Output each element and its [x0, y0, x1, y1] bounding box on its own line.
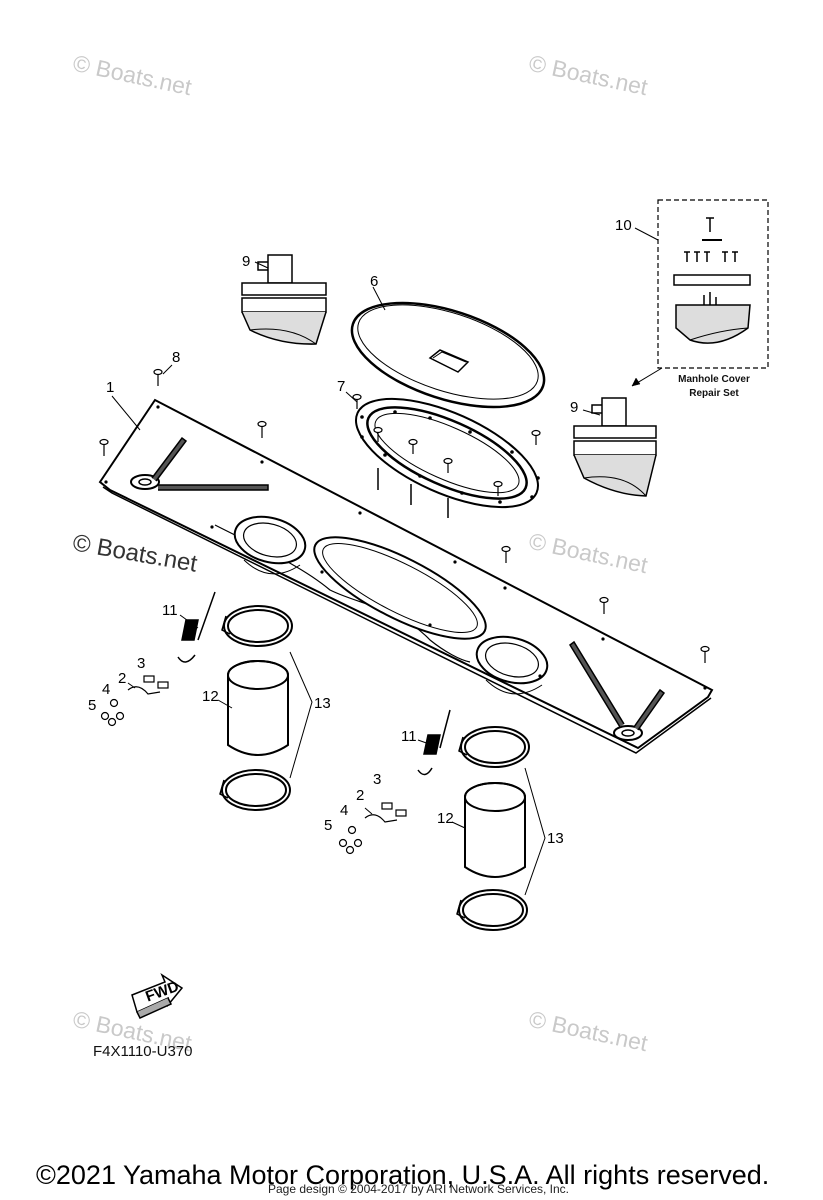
- callout-5-right: 5: [324, 817, 332, 834]
- callout-12-right: 12: [437, 810, 454, 827]
- callout-2: 2: [118, 670, 126, 687]
- hardware-left: [100, 675, 169, 727]
- callout-4-right: 4: [340, 802, 348, 819]
- fwd-arrow-icon: FWD: [131, 973, 184, 1019]
- callout-9-right: 9: [570, 399, 578, 416]
- callout-4: 4: [102, 681, 110, 698]
- plug-part-9-left: [241, 254, 327, 345]
- kit-label-line2: Repair Set: [689, 388, 739, 399]
- kit-label-line1: Manhole Cover: [678, 374, 750, 385]
- callout-3-right: 3: [373, 771, 381, 788]
- leader-lines: [111, 227, 659, 896]
- callout-12-left: 12: [202, 688, 219, 705]
- callout-11-left: 11: [162, 602, 178, 619]
- repair-set-box-part-10: [631, 199, 769, 387]
- hardware-right: [338, 802, 407, 855]
- callout-6: 6: [370, 273, 378, 290]
- callout-9-left: 9: [242, 253, 250, 270]
- callout-13-left: 13: [314, 695, 331, 712]
- deck-plate-part-1: [98, 398, 714, 754]
- hose-assembly-left: [219, 605, 293, 811]
- copyright-notice: ©2021 Yamaha Motor Corporation, U.S.A. A…: [36, 1160, 770, 1190]
- callout-11-right: 11: [401, 728, 417, 745]
- screws: [99, 368, 710, 663]
- callout-8: 8: [172, 349, 180, 366]
- hose-assembly-right: [456, 726, 530, 931]
- kit-label: Manhole Cover Repair Set: [662, 373, 766, 401]
- cover-ring: [355, 397, 540, 518]
- diagram-code: F4X1110-U370: [93, 1043, 193, 1060]
- callout-1: 1: [106, 379, 114, 396]
- page-design-credit: Page design © 2004-2017 by ARI Network S…: [268, 1182, 570, 1196]
- callout-7: 7: [337, 378, 345, 395]
- callout-10: 10: [615, 217, 632, 234]
- callout-2-right: 2: [356, 787, 364, 804]
- manhole-cover-part-6: [350, 301, 546, 409]
- plug-part-9-right: [573, 397, 657, 497]
- callout-5: 5: [88, 697, 96, 714]
- callout-3: 3: [137, 655, 145, 672]
- callout-labels: 1 2 3 4 5 6 7 8 9 9 10 11 11 12 12 13 13…: [88, 217, 632, 847]
- callout-13-right: 13: [547, 830, 564, 847]
